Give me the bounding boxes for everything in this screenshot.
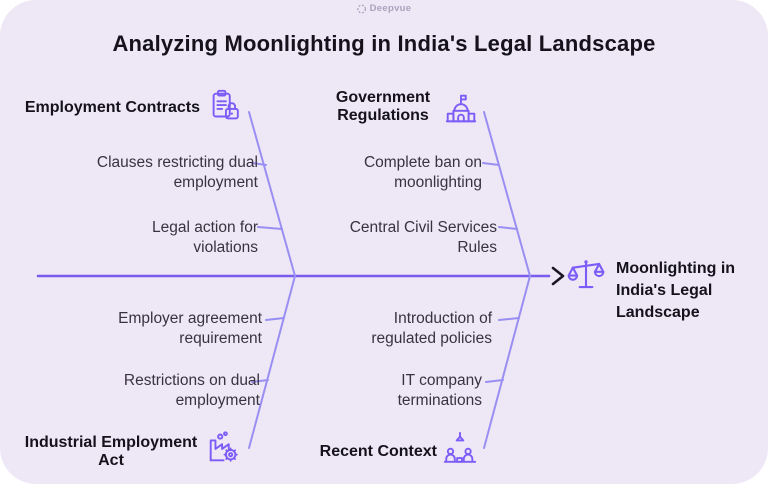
tick-top-left-2 xyxy=(257,226,283,230)
item-clauses-restricting-dual-employment: Clauses restricting dual employment xyxy=(96,154,258,191)
tick-bottom-right-2 xyxy=(485,379,504,383)
tick-top-left-1 xyxy=(251,162,267,166)
item-restrictions-on-dual-employment: Restrictions on dual employment xyxy=(123,372,260,409)
item-legal-action-for-violations: Legal action for violations xyxy=(152,219,258,256)
branch-label-industrial-employment-act: Industrial Employment Act xyxy=(24,434,198,469)
branch-label-employment-contracts: Employment Contracts xyxy=(24,99,200,116)
logo-text: Deepvue xyxy=(369,3,412,14)
item-central-civil-services-rules: Central Civil Services Rules xyxy=(349,219,497,256)
item-employer-agreement-requirement: Employer agreement requirement xyxy=(118,310,262,347)
item-complete-ban-on-moonlighting: Complete ban on moonlighting xyxy=(363,154,482,191)
dashed-circle-logo-icon xyxy=(357,4,367,14)
effect-label: Moonlighting in India's Legal Landscape xyxy=(616,260,736,321)
arrowhead-icon xyxy=(551,266,565,286)
tick-bottom-left-2 xyxy=(251,379,269,383)
factory-gear-icon xyxy=(205,429,243,467)
tick-top-right-1 xyxy=(482,162,500,166)
item-it-company-terminations: IT company terminations xyxy=(397,372,482,409)
meeting-people-icon xyxy=(441,430,479,468)
page-title: Analyzing Moonlighting in India's Legal … xyxy=(112,31,656,56)
branch-bottom-left xyxy=(248,275,296,449)
branch-bottom-right xyxy=(483,275,531,449)
tick-top-right-2 xyxy=(498,226,518,230)
logo: Deepvue xyxy=(357,3,412,14)
tick-bottom-right-1 xyxy=(498,317,520,321)
clipboard-lock-icon xyxy=(206,88,244,126)
scales-of-justice-icon xyxy=(565,253,607,297)
branch-top-right xyxy=(483,111,531,277)
tick-bottom-left-1 xyxy=(265,317,285,321)
branch-top-left xyxy=(248,111,296,277)
branch-label-recent-context: Recent Context xyxy=(319,443,437,460)
government-building-icon xyxy=(442,89,480,127)
item-introduction-of-regulated-policies: Introduction of regulated policies xyxy=(371,310,492,347)
branch-label-government-regulations: Government Regulations xyxy=(335,89,431,124)
